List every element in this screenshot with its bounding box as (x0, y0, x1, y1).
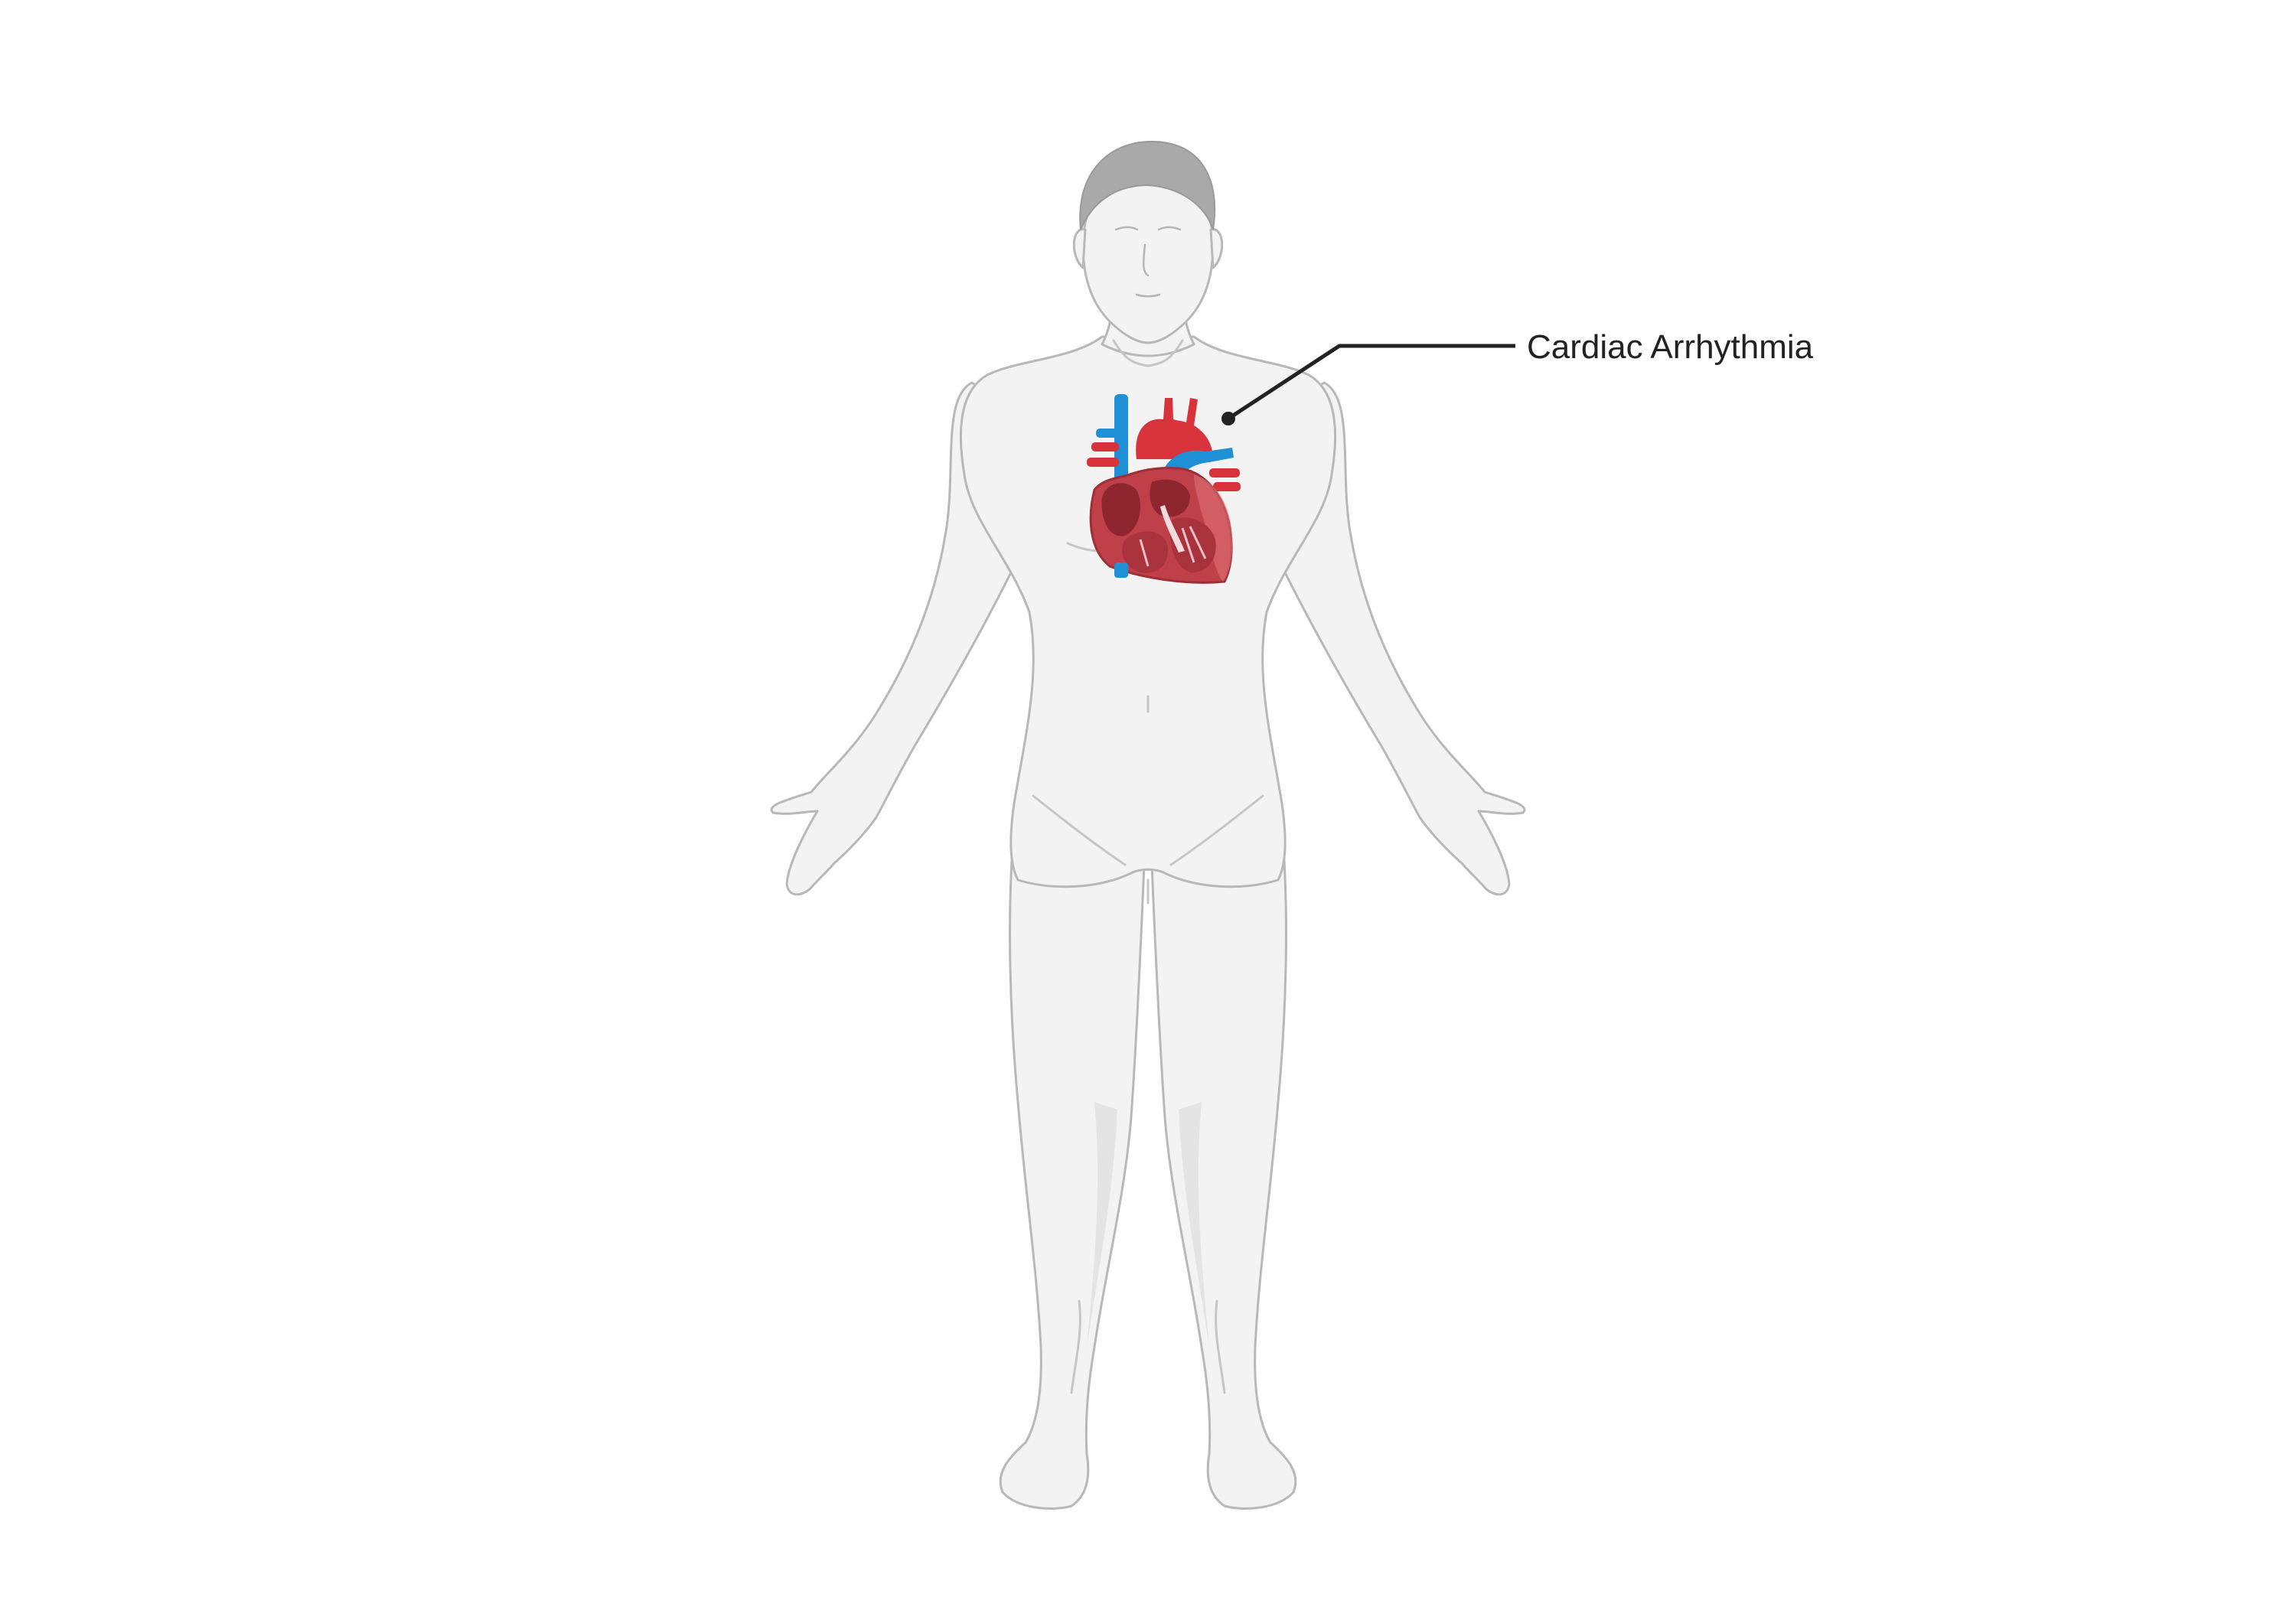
left-ear (1072, 228, 1087, 269)
heart-cross-section-icon (1087, 394, 1241, 584)
right-ear (1209, 228, 1224, 269)
torso (959, 335, 1337, 888)
callout-label: Cardiac Arrhythmia (1527, 328, 1814, 366)
face (1114, 226, 1182, 298)
callout: Cardiac Arrhythmia (1221, 328, 1814, 425)
leg-shade-right (1179, 1102, 1209, 1347)
aorta (1136, 398, 1213, 459)
hair (1079, 140, 1216, 230)
left-leg (999, 825, 1146, 1510)
right-leg (1150, 825, 1297, 1510)
left-atrium (1150, 479, 1190, 517)
right-atrium (1101, 483, 1140, 536)
leader-line (1227, 344, 1515, 421)
leader-dot (1221, 412, 1235, 425)
human-body-front-icon (770, 140, 1526, 1510)
leg-shade-left (1087, 1102, 1117, 1347)
